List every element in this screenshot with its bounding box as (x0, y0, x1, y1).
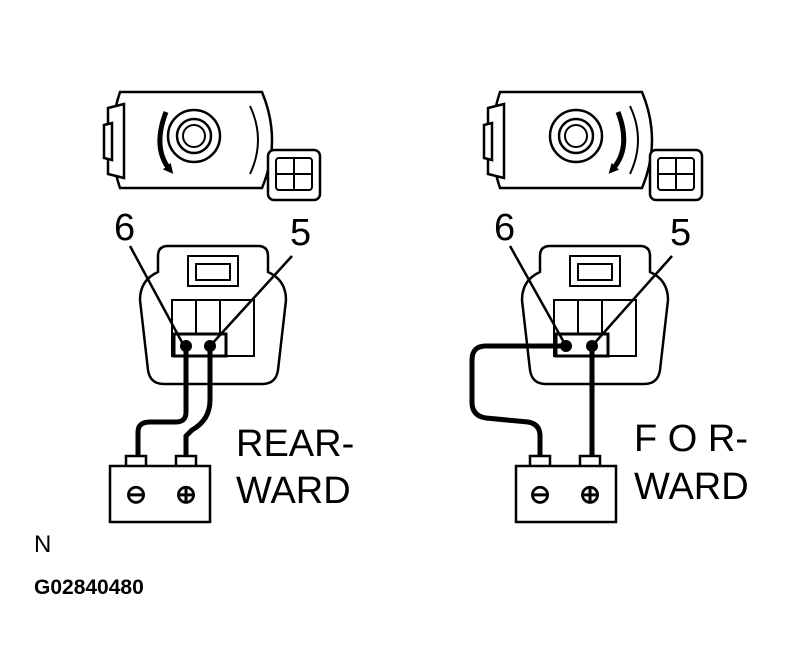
figure-code: G02840480 (34, 576, 144, 599)
right-wire-positive (469, 343, 566, 458)
right-battery (514, 454, 618, 524)
right-leader-line-6 (508, 245, 568, 347)
left-motor (102, 90, 322, 202)
right-pin-6-label: 6 (494, 207, 515, 249)
right-pin-5-label: 5 (670, 212, 691, 254)
clockwise-arrow-icon (608, 111, 627, 174)
left-wire-positive (183, 346, 213, 458)
forward-label-line2: WARD (634, 466, 749, 508)
right-battery-positive-icon: ⊕ (579, 479, 601, 509)
left-motor-assembly: 6 5 ⊖ ⊕ REAR- WARD (102, 90, 354, 524)
left-pin-6-label: 6 (114, 207, 135, 249)
left-battery-positive-icon: ⊕ (175, 479, 197, 509)
left-leader-line-5 (209, 255, 293, 347)
right-motor (482, 90, 704, 202)
corner-label: N (34, 531, 51, 558)
left-battery (108, 454, 212, 524)
right-leader-line-5 (591, 255, 673, 347)
counterclockwise-arrow-icon (157, 111, 174, 174)
left-leader-line-6 (128, 245, 186, 347)
right-connector (520, 244, 670, 386)
forward-label-line1: F O R- (634, 418, 748, 460)
right-battery-negative-icon: ⊖ (529, 479, 551, 509)
rearward-label-line1: REAR- (236, 423, 354, 465)
left-pin-5-label: 5 (290, 212, 311, 254)
left-wire-negative (135, 346, 189, 458)
left-connector (138, 244, 288, 386)
right-motor-assembly: 6 5 ⊖ ⊕ F O R- WARD (469, 90, 749, 524)
rearward-label-line2: WARD (236, 470, 351, 512)
left-battery-negative-icon: ⊖ (125, 479, 147, 509)
